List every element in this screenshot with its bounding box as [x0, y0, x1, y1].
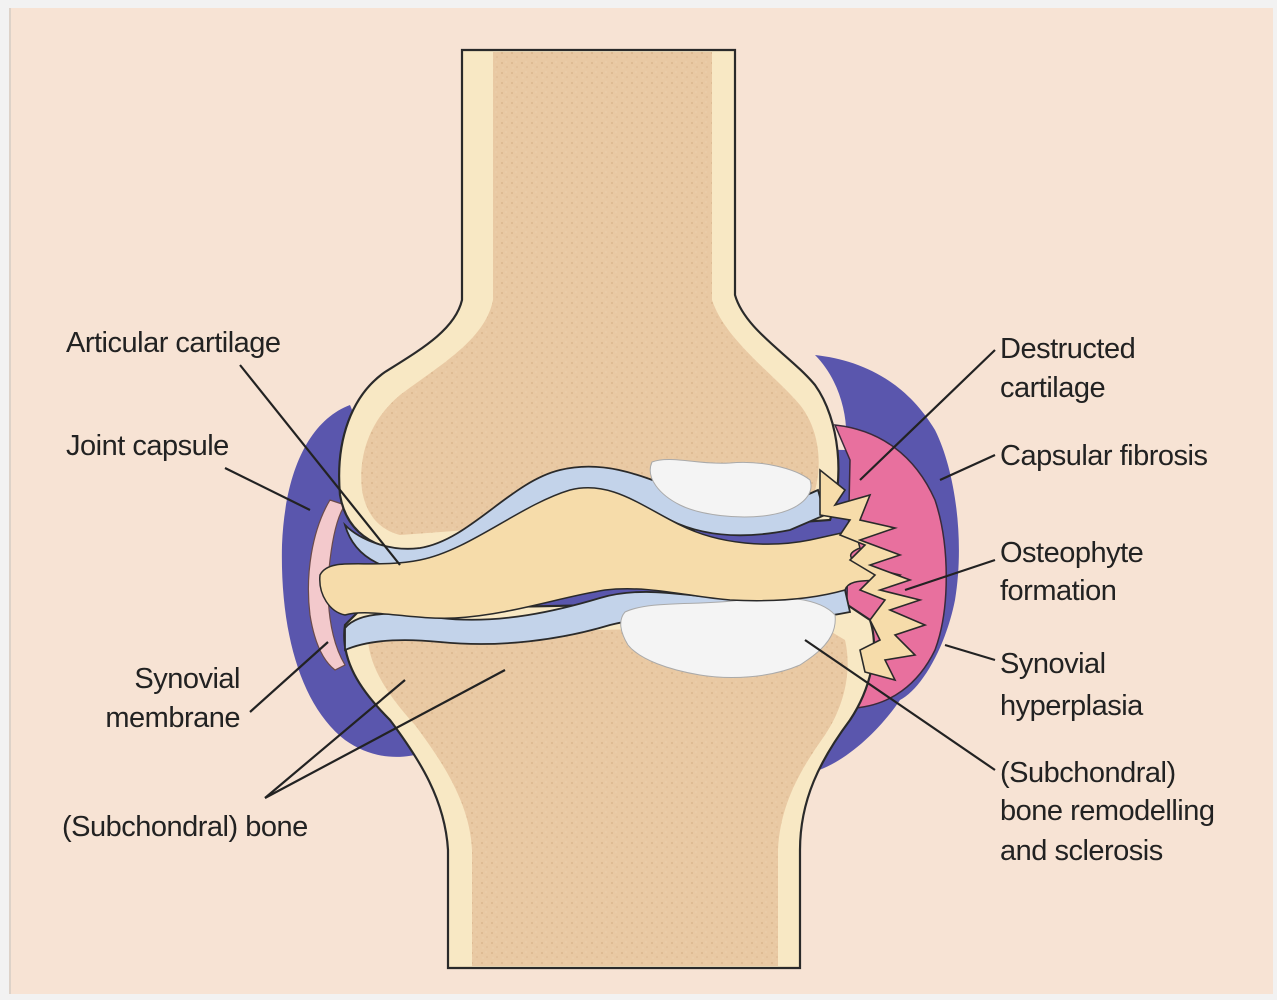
label-osteophyte-line2: formation	[1000, 575, 1116, 607]
label-articular-cartilage: Articular cartilage	[66, 327, 281, 359]
label-synovial-hyperplasia-line2: hyperplasia	[1000, 690, 1144, 722]
label-subchondral-bone: (Subchondral) bone	[62, 811, 308, 843]
label-synovial-membrane-line2: membrane	[105, 702, 240, 734]
label-remodelling-line1: (Subchondral)	[1000, 757, 1176, 789]
label-osteophyte-line1: Osteophyte	[1000, 537, 1143, 569]
label-joint-capsule: Joint capsule	[66, 430, 229, 462]
label-synovial-membrane-line1: Synovial	[134, 663, 240, 695]
label-destructed-cartilage-line2: cartilage	[1000, 372, 1105, 404]
label-remodelling-line3: and sclerosis	[1000, 835, 1163, 867]
label-destructed-cartilage-line1: Destructed	[1000, 333, 1135, 365]
label-capsular-fibrosis: Capsular fibrosis	[1000, 440, 1207, 472]
leader-synovial-hyperplasia	[945, 645, 995, 660]
label-synovial-hyperplasia-line1: Synovial	[1000, 648, 1106, 680]
label-remodelling-line2: bone remodelling	[1000, 795, 1214, 827]
